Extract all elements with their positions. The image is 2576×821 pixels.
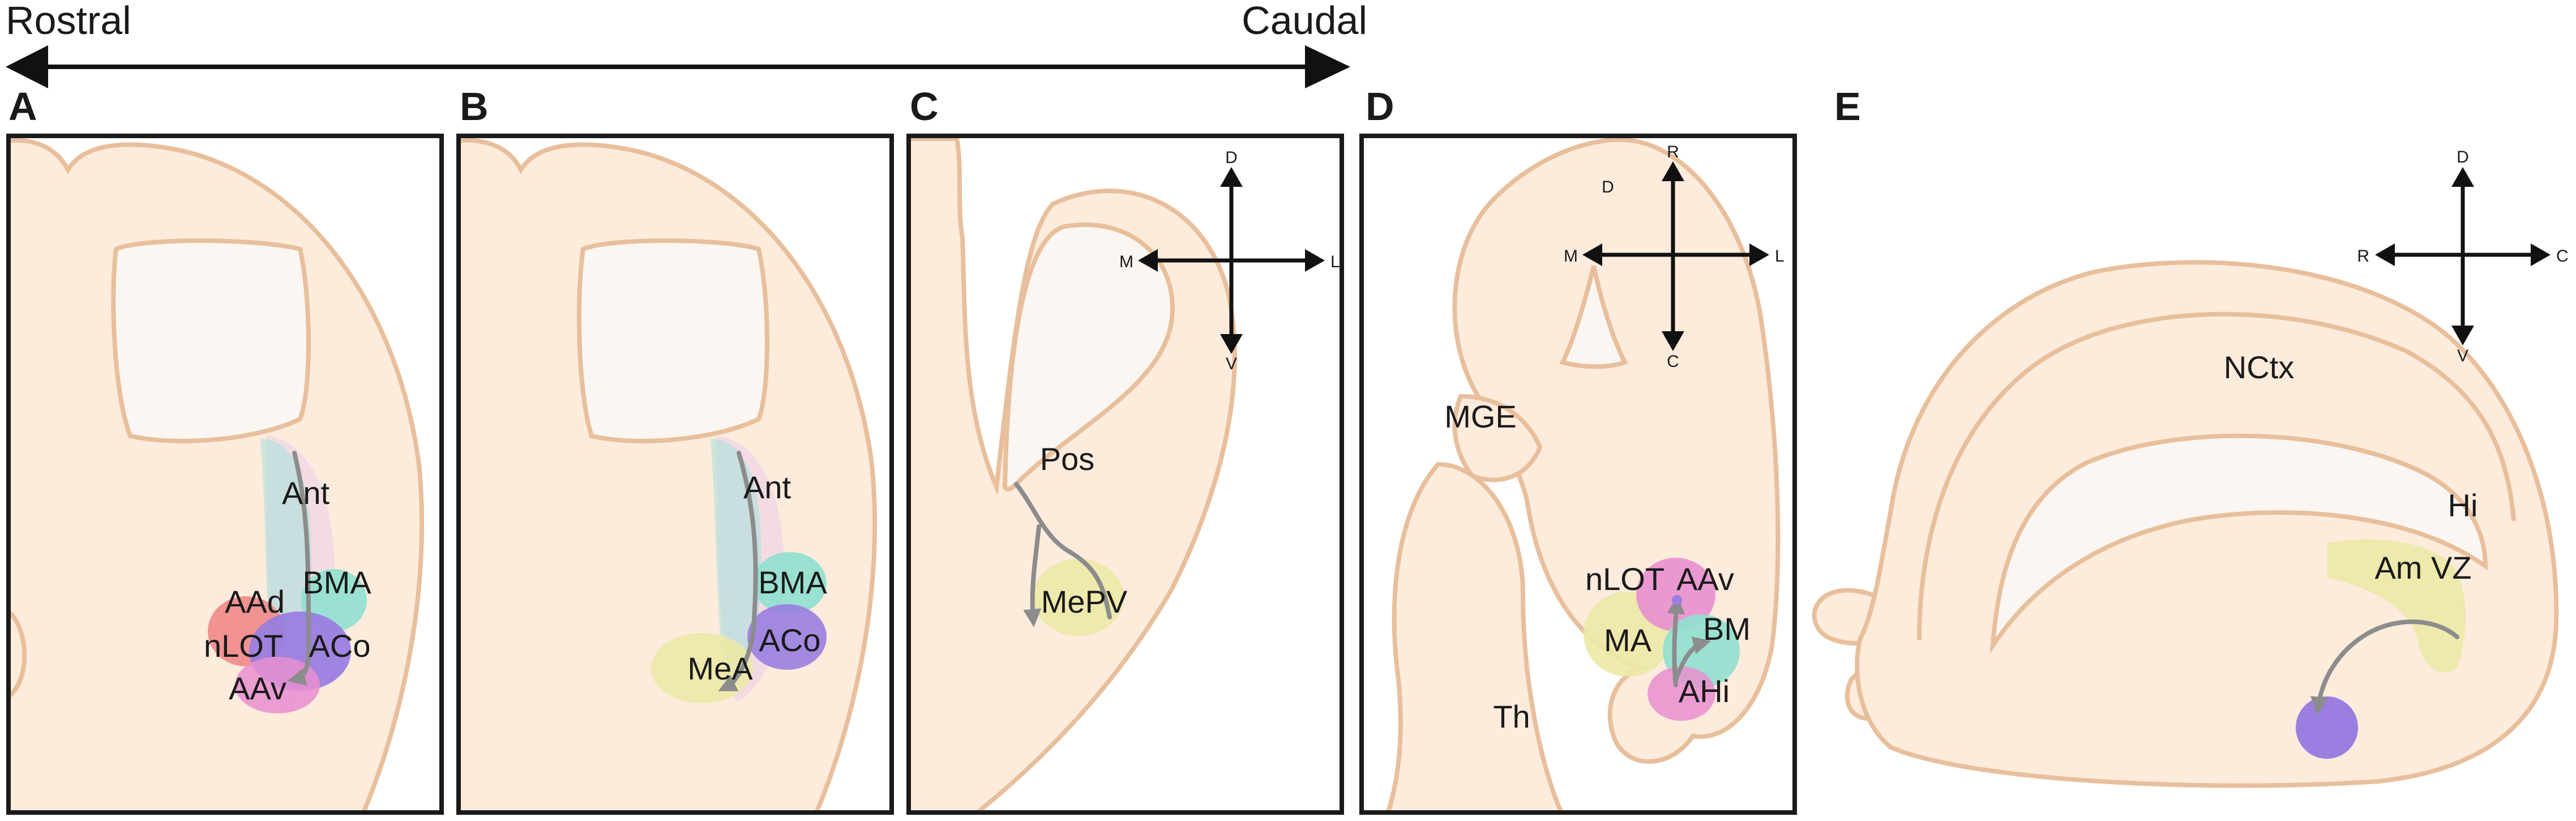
arrow-left-icon bbox=[2375, 243, 2395, 266]
panel-c: Pos MePV D V M L bbox=[906, 134, 1344, 815]
compass-l-label: L bbox=[1330, 253, 1340, 271]
label-bma-a: BMA bbox=[302, 565, 371, 600]
label-ma: MA bbox=[1604, 622, 1652, 658]
ahi-region bbox=[1648, 666, 1715, 721]
label-mea: MeA bbox=[687, 651, 753, 686]
label-nctx: NCtx bbox=[2224, 349, 2294, 385]
compass-d: R C M L bbox=[1564, 143, 1785, 371]
label-aco-b: ACo bbox=[759, 622, 821, 658]
migration-arrow bbox=[287, 451, 311, 686]
panel-letter-a: A bbox=[8, 84, 37, 129]
arrow-up-icon bbox=[1662, 161, 1684, 181]
panel-b-frame bbox=[456, 134, 894, 815]
lateral-ventricle bbox=[1559, 266, 1628, 369]
am-vz-region bbox=[2327, 539, 2466, 673]
panel-a-frame bbox=[6, 134, 444, 815]
panel-letter-e: E bbox=[1834, 84, 1861, 129]
rostral-caudal-axis: Rostral Caudal bbox=[6, 0, 1367, 88]
arrow-right-icon bbox=[2531, 243, 2551, 266]
label-ant-b: Ant bbox=[743, 469, 791, 505]
arrow-down-icon bbox=[2451, 326, 2474, 345]
label-pos: Pos bbox=[1040, 441, 1095, 477]
label-mepv: MePV bbox=[1041, 584, 1128, 619]
migration-arrow-right bbox=[1674, 636, 1711, 682]
label-aav-a: AAv bbox=[229, 670, 286, 706]
compass-r-label: R bbox=[2357, 247, 2369, 266]
panel-e: NCtx Hi Am VZ D V R C bbox=[1812, 148, 2569, 788]
label-bma-b: BMA bbox=[758, 565, 827, 600]
compass-v-label: V bbox=[1226, 354, 1237, 373]
migration-arrow bbox=[718, 451, 758, 691]
compass-d-label: D bbox=[2457, 148, 2469, 166]
lateral-ventricle bbox=[576, 238, 769, 443]
compass-d-label: D bbox=[1225, 148, 1238, 167]
compass-v-label: V bbox=[2457, 347, 2468, 365]
label-nlot-a: nLOT bbox=[204, 628, 283, 664]
compass-m-label: M bbox=[1119, 253, 1133, 271]
compass-c: D V M L bbox=[1119, 148, 1340, 373]
lateral-ventricle bbox=[111, 238, 311, 443]
aco-region bbox=[747, 604, 827, 670]
amygdala-target-region bbox=[2296, 696, 2358, 759]
nlot-dot bbox=[1672, 595, 1682, 605]
lateral-ventricle bbox=[1002, 222, 1175, 492]
arrow-left-icon bbox=[1138, 249, 1158, 272]
panel-d: MGE Th nLOT AAv MA BM AHi D R C M L bbox=[1359, 134, 1797, 815]
mge-region bbox=[1452, 394, 1543, 482]
arrow-down-icon bbox=[1662, 331, 1684, 351]
mepv-region bbox=[1033, 559, 1124, 636]
temporal-notch bbox=[8, 609, 27, 699]
arrow-up-icon bbox=[2451, 167, 2474, 187]
compass-r-label: R bbox=[1667, 143, 1679, 161]
panel-letter-c: C bbox=[910, 84, 939, 129]
label-ahi: AHi bbox=[1679, 673, 1730, 709]
migration-arrow-split bbox=[1014, 482, 1112, 619]
panel-a: Ant AAd BMA nLOT ACo AAv bbox=[6, 134, 444, 815]
compass-m-label: M bbox=[1564, 247, 1578, 266]
lateral-ventricle bbox=[1989, 433, 2488, 654]
aav-region bbox=[1636, 558, 1715, 631]
arrow-left-icon bbox=[1582, 243, 1602, 266]
arrow-right-icon bbox=[1749, 243, 1769, 266]
arrow-left-icon bbox=[6, 45, 48, 88]
label-th: Th bbox=[1493, 699, 1530, 734]
panel-letter-b: B bbox=[460, 84, 489, 129]
caudal-label: Caudal bbox=[1242, 0, 1367, 42]
compass-c-label: C bbox=[2556, 247, 2569, 266]
bma-region bbox=[753, 552, 827, 614]
label-ant-a: Ant bbox=[282, 475, 330, 511]
rostral-label: Rostral bbox=[6, 0, 131, 42]
compass-l-label: L bbox=[1775, 247, 1785, 266]
arrow-right-icon bbox=[1305, 45, 1350, 88]
thalamus-region bbox=[1385, 461, 1564, 813]
label-mge: MGE bbox=[1444, 399, 1517, 434]
arrow-right-icon bbox=[1305, 249, 1325, 272]
label-aav-d: AAv bbox=[1676, 561, 1734, 597]
compass-e: D V R C bbox=[2357, 148, 2568, 365]
label-bm: BM bbox=[1703, 611, 1751, 647]
arrow-up-icon bbox=[1220, 167, 1243, 187]
panel-c-frame bbox=[906, 134, 1344, 815]
label-aco-a: ACo bbox=[309, 628, 371, 664]
arrow-down-icon bbox=[1220, 334, 1243, 354]
migration-arrow bbox=[1023, 524, 1042, 627]
label-am-vz: Am VZ bbox=[2374, 550, 2471, 585]
label-nlot-d: nLOT bbox=[1585, 561, 1664, 597]
panel-b: Ant BMA MeA ACo bbox=[456, 134, 894, 815]
panel-letter-d: D bbox=[1366, 84, 1394, 129]
label-hi: Hi bbox=[2448, 488, 2478, 523]
compass-c-label: C bbox=[1667, 352, 1679, 371]
label-aad: AAd bbox=[225, 584, 285, 619]
migration-arrow bbox=[2310, 619, 2459, 715]
panel-d-frame bbox=[1359, 134, 1797, 815]
corner-d-label: D bbox=[1602, 178, 1614, 196]
